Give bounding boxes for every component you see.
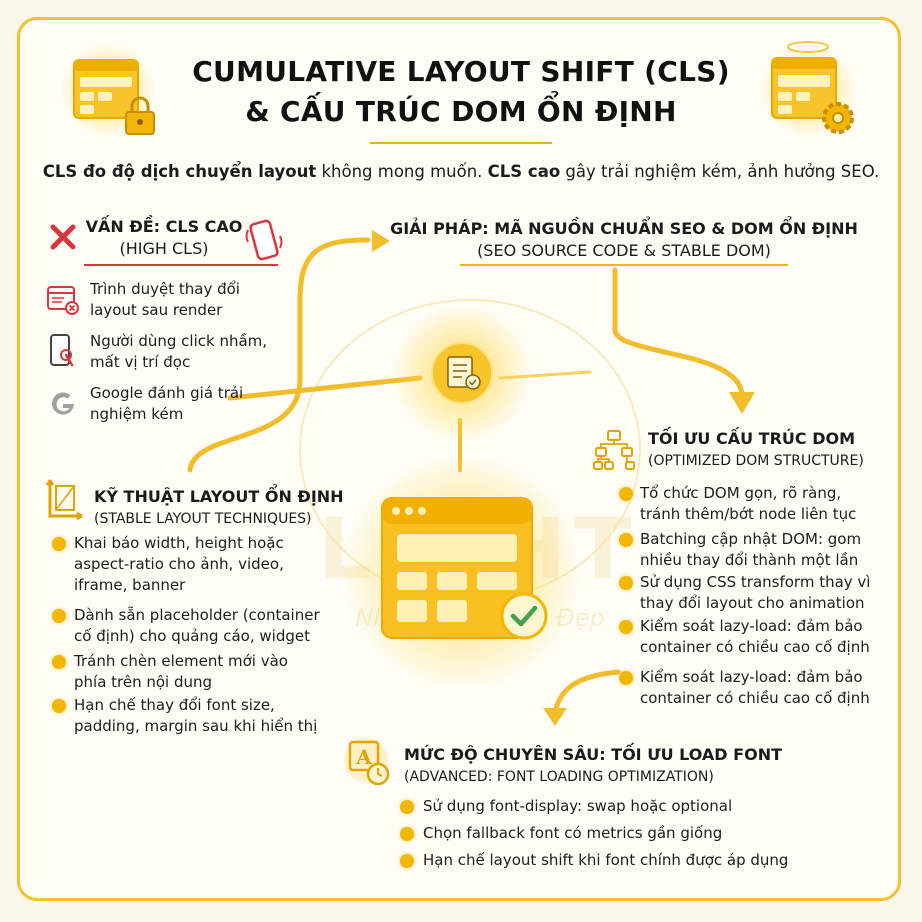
problem-item-2-line2: mất vị trí đọc [90, 353, 191, 371]
font-bullet-1 [400, 800, 414, 814]
layout-heading-line1: KỸ THUẬT LAYOUT ỔN ĐỊNH [94, 487, 344, 506]
dom-bullet-3 [619, 576, 633, 590]
problem-item-1-line2: layout sau render [90, 301, 223, 319]
dom-item-3-line2: thay đổi layout cho animation [640, 594, 865, 612]
intro-text: CLS đo độ dịch chuyển layout không mong … [30, 162, 892, 181]
arrow-head-solution [372, 230, 390, 252]
close-x-icon [50, 224, 76, 250]
solution-heading: GIẢI PHÁP: MÃ NGUỒN CHUẨN SEO & DOM ỔN Đ… [384, 218, 864, 262]
layout-bullet-4 [52, 699, 66, 713]
font-item-2: Chọn fallback font có metrics gần giống [423, 824, 723, 842]
problem-underline [84, 264, 278, 266]
dom-heading-line2: (OPTIMIZED DOM STRUCTURE) [648, 453, 864, 469]
dom-item-1: Tổ chức DOM gọn, rõ ràng, tránh thêm/bớt… [640, 483, 856, 525]
dom-item-4: Kiểm soát lazy-load: đảm bảo container c… [640, 616, 870, 658]
page-title: CUMULATIVE LAYOUT SHIFT (CLS) & CẤU TRÚC… [110, 52, 812, 132]
dom-item-1-line1: Tổ chức DOM gọn, rõ ràng, [640, 484, 842, 502]
layout-item-1-line3: iframe, banner [74, 576, 186, 594]
arrow-head-font [543, 708, 567, 726]
dom-item-4-line2: container có chiều cao cố định [640, 638, 870, 656]
success-check-icon [500, 592, 548, 640]
layout-item-3-line1: Tránh chèn element mới vào [74, 652, 288, 670]
font-bullet-2 [400, 827, 414, 841]
layout-heading-line2: (STABLE LAYOUT TECHNIQUES) [94, 511, 312, 527]
stable-layout-browser-icon [381, 497, 533, 639]
arrow-head-dom [729, 392, 755, 414]
intro-text-4: gây trải nghiệm kém, ảnh hưởng SEO. [560, 162, 880, 181]
layout-item-4: Hạn chế thay đổi font size, padding, mar… [74, 695, 317, 737]
dom-heading-line1: TỐI ƯU CẤU TRÚC DOM [648, 429, 855, 448]
dom-bullet-4 [619, 620, 633, 634]
problem-item-1: Trình duyệt thay đổi layout sau render [90, 279, 240, 321]
dom-heading: TỐI ƯU CẤU TRÚC DOM (OPTIMIZED DOM STRUC… [648, 428, 864, 472]
intro-bold-1: CLS đo độ dịch chuyển layout [42, 162, 317, 181]
layout-bullet-1 [52, 537, 66, 551]
browser-lock-icon [60, 42, 156, 138]
title-line-1: CUMULATIVE LAYOUT SHIFT (CLS) [192, 55, 730, 88]
font-bullet-3 [400, 854, 414, 868]
dom-item-4-line1: Kiểm soát lazy-load: đảm bảo [640, 617, 863, 635]
dom-item-2-line1: Batching cập nhật DOM: gom [640, 530, 862, 548]
intro-text-2: không mong muốn. [316, 162, 488, 181]
browser-error-icon [47, 286, 79, 315]
dom-bullet-2 [619, 533, 633, 547]
problem-item-1-line1: Trình duyệt thay đổi [90, 280, 240, 298]
intro-bold-2: CLS cao [487, 162, 561, 181]
dom-item-5-line2: container có chiều cao cố định [640, 689, 870, 707]
solution-heading-line1: GIẢI PHÁP: MÃ NGUỒN CHUẨN SEO & DOM ỔN Đ… [390, 219, 858, 238]
font-heading: MỨC ĐỘ CHUYÊN SÂU: TỐI ƯU LOAD FONT (ADV… [404, 744, 782, 788]
font-item-3: Hạn chế layout shift khi font chính được… [423, 851, 789, 869]
problem-item-3: Google đánh giá trải nghiệm kém [90, 383, 243, 425]
flow-arrow-to-solution [187, 237, 371, 473]
dom-tree-icon [593, 430, 635, 470]
flow-arrow-to-dom [612, 267, 745, 398]
layout-item-2-line2: cố định) cho quảng cáo, widget [74, 627, 310, 645]
problem-item-3-line2: nghiệm kém [90, 405, 184, 423]
layout-bullet-3 [52, 655, 66, 669]
problem-heading-line2: (HIGH CLS) [119, 239, 209, 258]
layout-item-2-line1: Dành sẵn placeholder (container [74, 606, 320, 624]
font-heading-line2: (ADVANCED: FONT LOADING OPTIMIZATION) [404, 769, 714, 785]
phone-shake-icon [245, 219, 283, 261]
layout-bullet-2 [52, 609, 66, 623]
layout-item-1: Khai báo width, height hoặc aspect-ratio… [74, 533, 284, 596]
dom-item-5: Kiểm soát lazy-load: đảm bảo container c… [640, 667, 870, 709]
problem-item-3-line1: Google đánh giá trải [90, 384, 244, 402]
layout-item-3: Tránh chèn element mới vào phía trên nội… [74, 651, 288, 693]
flow-line-center [227, 375, 423, 401]
layout-item-1-line2: aspect-ratio cho ảnh, video, [74, 555, 284, 573]
ruler-layout-icon [45, 479, 83, 521]
dom-bullet-5 [619, 671, 633, 685]
dom-item-5-line1: Kiểm soát lazy-load: đảm bảo [640, 668, 863, 686]
browser-gear-icon [760, 41, 856, 138]
layout-item-3-line2: phía trên nội dung [74, 673, 213, 691]
layout-heading: KỸ THUẬT LAYOUT ỔN ĐỊNH (STABLE LAYOUT T… [94, 486, 344, 530]
dom-item-2-line2: nhiều thay đổi thành một lần [640, 551, 859, 569]
layout-item-2: Dành sẵn placeholder (container cố định)… [74, 605, 320, 647]
layout-item-4-line2: padding, margin sau khi hiển thị [74, 717, 318, 735]
dom-item-2: Batching cập nhật DOM: gom nhiều thay đổ… [640, 529, 861, 571]
problem-heading: VẤN ĐỀ: CLS CAO (HIGH CLS) [84, 216, 244, 260]
solution-heading-line2: (SEO SOURCE CODE & STABLE DOM) [477, 241, 771, 260]
title-divider [370, 142, 552, 144]
font-item-1: Sử dụng font-display: swap hoặc optional [423, 797, 733, 815]
problem-item-2-line1: Người dùng click nhầm, [90, 332, 268, 350]
problem-item-2: Người dùng click nhầm, mất vị trí đọc [90, 331, 267, 373]
dom-item-3: Sử dụng CSS transform thay vì thay đổi l… [640, 572, 870, 614]
phone-tap-icon [50, 334, 74, 367]
flow-arrow-to-font [552, 669, 621, 715]
dom-item-3-line1: Sử dụng CSS transform thay vì [640, 573, 871, 591]
font-timer-icon: A [344, 738, 390, 786]
google-icon [52, 392, 74, 415]
dom-item-1-line2: tránh thêm/bớt node liên tục [640, 505, 857, 523]
dom-bullet-1 [619, 487, 633, 501]
solution-underline [460, 264, 788, 266]
title-line-2: & CẤU TRÚC DOM ỔN ĐỊNH [245, 95, 677, 128]
layout-item-4-line1: Hạn chế thay đổi font size, [74, 696, 275, 714]
problem-heading-line1: VẤN ĐỀ: CLS CAO [85, 217, 243, 236]
font-heading-line1: MỨC ĐỘ CHUYÊN SÂU: TỐI ƯU LOAD FONT [404, 745, 782, 764]
svg-text:A: A [355, 745, 372, 769]
layout-item-1-line1: Khai báo width, height hoặc [74, 534, 284, 552]
